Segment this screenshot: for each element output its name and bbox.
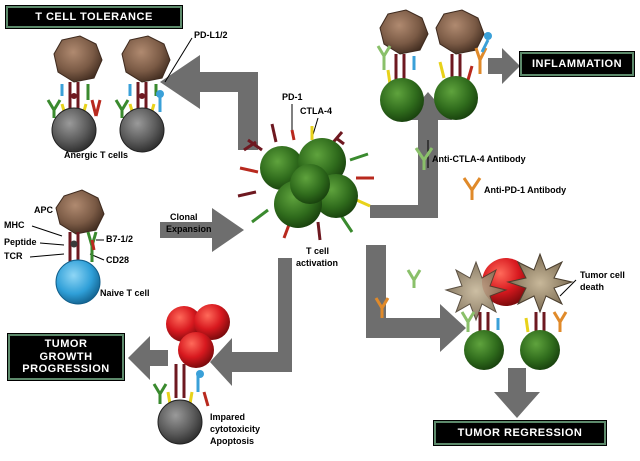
free-antibody-orange-icon bbox=[374, 297, 390, 318]
anergic-cell-1 bbox=[51, 107, 97, 153]
arrow-to-tumor-cells bbox=[366, 245, 466, 352]
label-tumor-cell: Tumor cell bbox=[580, 270, 625, 280]
tumor-receptors bbox=[460, 311, 568, 334]
apc-cell-4 bbox=[435, 9, 485, 55]
label-apc: APC bbox=[34, 205, 54, 215]
anergic-group bbox=[46, 35, 171, 153]
arrow-growth-head bbox=[128, 336, 168, 380]
arrow-tolerance-shape bbox=[160, 55, 258, 150]
cluster-cell-5 bbox=[290, 164, 330, 204]
box-tumor-regression: TUMOR REGRESSION bbox=[433, 420, 607, 446]
effector-t-cell-2 bbox=[520, 330, 560, 370]
label-tcr: TCR bbox=[4, 251, 23, 261]
arrow-to-tumor-growth bbox=[128, 258, 292, 386]
dead-tumor-cell-1 bbox=[506, 252, 574, 314]
label-pd-1: PD-1 bbox=[282, 92, 303, 102]
anti-pd1-antibody-icon bbox=[462, 177, 482, 200]
anergic-cell-2 bbox=[119, 107, 165, 153]
arrow-to-inflammation-right bbox=[488, 48, 520, 84]
naive-group bbox=[55, 189, 105, 305]
inflamed-t-cell-1 bbox=[380, 78, 424, 122]
mhc-pointer bbox=[31, 225, 63, 237]
label-anergic-t-cells: Anergic T cells bbox=[64, 150, 129, 160]
tumor-growth-group bbox=[152, 304, 230, 445]
box-tumor-growth-line3: PROGRESSION bbox=[22, 363, 110, 376]
apc-cell-2 bbox=[121, 35, 171, 83]
label-clonal: Clonal bbox=[170, 212, 198, 222]
label-anti-pd1-antibody: Anti-PD-1 Antibody bbox=[484, 185, 567, 195]
label-death: death bbox=[580, 282, 605, 292]
arrow-clonal-shape bbox=[160, 208, 244, 252]
label-mhc: MHC bbox=[4, 220, 25, 230]
label-cd28: CD28 bbox=[106, 255, 130, 265]
label-activation: activation bbox=[296, 258, 339, 268]
arrow-regression-shape bbox=[494, 368, 540, 418]
arrow-right-shape bbox=[488, 48, 520, 84]
tcr-pointer bbox=[29, 253, 65, 258]
free-antibody-green-icon bbox=[406, 269, 422, 288]
naive-t-cell bbox=[55, 259, 101, 305]
tumor-cell-3 bbox=[178, 332, 214, 368]
box-t-cell-tolerance-text: T CELL TOLERANCE bbox=[35, 10, 153, 23]
naive-receptors bbox=[68, 231, 98, 262]
box-t-cell-tolerance: T CELL TOLERANCE bbox=[5, 5, 183, 29]
arrow-growth-shape bbox=[210, 258, 292, 386]
label-naive-t-cell: Naive T cell bbox=[100, 288, 150, 298]
inflamed-t-cell-2 bbox=[434, 76, 478, 120]
receptors-anergic-1 bbox=[46, 82, 102, 119]
impaired-t-cell bbox=[157, 399, 203, 445]
arrow-to-tolerance bbox=[160, 55, 258, 150]
label-cytotoxicity: cytotoxicity bbox=[210, 424, 261, 434]
label-t-cell: T cell bbox=[306, 246, 330, 256]
box-tumor-regression-text: TUMOR REGRESSION bbox=[457, 426, 583, 439]
activated-t-cell-cluster bbox=[237, 123, 374, 241]
apc-cell-naive bbox=[55, 189, 105, 235]
arrow-clonal-expansion bbox=[160, 208, 244, 252]
label-apoptosis: Apoptosis bbox=[210, 436, 254, 446]
apc-cell-1 bbox=[53, 35, 103, 83]
label-peptide: Peptide bbox=[4, 237, 37, 247]
tumor-death-pointer bbox=[559, 279, 577, 297]
arrow-to-inflammation-up bbox=[370, 92, 452, 218]
tumor-cell-2 bbox=[194, 304, 230, 340]
label-pd-l1-2: PD-L1/2 bbox=[194, 30, 228, 40]
dead-tumor-cell-2 bbox=[444, 260, 508, 322]
box-inflammation: INFLAMMATION bbox=[519, 51, 635, 77]
effector-t-cell-1 bbox=[464, 330, 504, 370]
arrow-to-regression bbox=[494, 368, 540, 418]
box-tumor-growth-line2: GROWTH bbox=[39, 350, 93, 363]
peptide-pointer bbox=[39, 242, 65, 246]
anti-ctla4-antibody-icon bbox=[414, 147, 434, 170]
label-impared: Impared bbox=[210, 412, 246, 422]
impared-receptors bbox=[152, 364, 210, 407]
box-tumor-growth-line1: TUMOR bbox=[44, 338, 88, 351]
inflammation-receptors bbox=[376, 32, 492, 85]
box-inflammation-text: INFLAMMATION bbox=[531, 57, 623, 70]
label-ctla-4: CTLA-4 bbox=[300, 106, 332, 116]
box-tumor-growth: TUMOR GROWTH PROGRESSION bbox=[7, 333, 125, 381]
arrow-up-shape bbox=[370, 92, 452, 218]
label-anti-ctla4-antibody: Anti-CTLA-4 Antibody bbox=[432, 154, 526, 164]
label-b7-1-2: B7-1/2 bbox=[106, 234, 134, 244]
arrow-tumor-shape bbox=[366, 245, 466, 352]
inflammation-group bbox=[376, 9, 492, 122]
apc-cell-3 bbox=[379, 9, 429, 55]
label-expansion: Expansion bbox=[166, 224, 212, 234]
pdl1-pointer bbox=[164, 37, 193, 83]
tumor-death-group bbox=[444, 252, 574, 370]
